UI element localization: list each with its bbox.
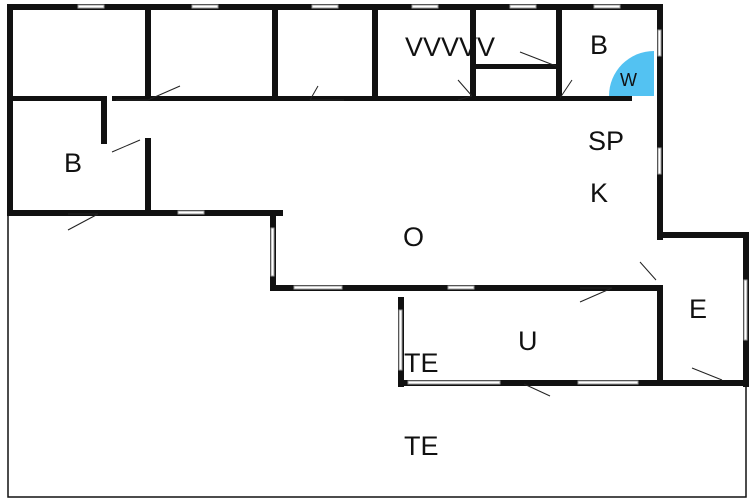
washer-symbol: [609, 51, 654, 96]
room-label-bath: B: [590, 30, 608, 60]
room-label-terrace-inner: TE: [404, 348, 439, 378]
terrace-outline: [7, 214, 747, 498]
room-label-washer: W: [620, 70, 637, 90]
windows: [77, 4, 748, 385]
room-label-vvvvv: VVVVV: [405, 32, 495, 62]
room-label-utility: U: [518, 326, 538, 356]
room-label-bedroom: B: [64, 148, 82, 178]
room-label-living: O: [403, 222, 424, 252]
room-label-scullery: SP: [588, 126, 624, 156]
room-label-kitchen: K: [590, 178, 608, 208]
room-labels: VVVVV B W B SP K O U E TE TE: [64, 30, 707, 461]
doors: [67, 51, 723, 397]
room-label-terrace-outer: TE: [404, 431, 439, 461]
room-label-entrance: E: [689, 294, 707, 324]
